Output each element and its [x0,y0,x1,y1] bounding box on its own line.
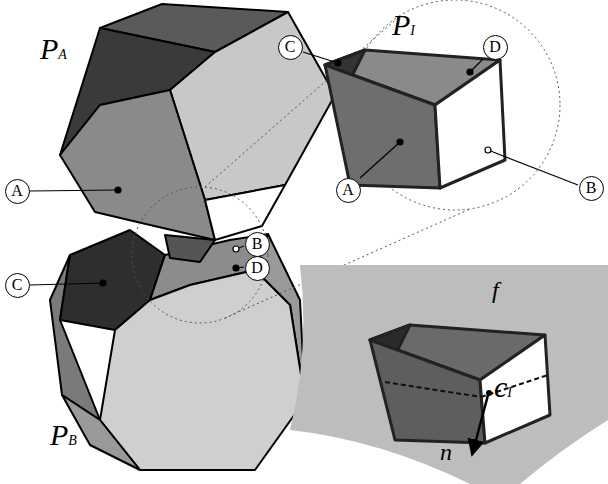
callout-circle: C [5,273,30,298]
callout-letter: B [252,236,263,252]
callout-letter: B [586,180,597,196]
symbol-label: n [440,440,452,464]
callout-letter: D [251,260,263,276]
symbol-label: PB [50,420,77,450]
symbol-label: cI [494,372,512,402]
callout-letter: C [12,277,23,293]
callout-letter: C [285,39,296,55]
callout-letter: D [489,39,501,55]
callout-letter: A [342,182,354,198]
symbol-label: f [492,278,499,302]
symbol-label: PA [40,34,67,64]
callout-circle: B [579,176,604,201]
callout-circle: C [278,35,303,60]
callout-circle: A [336,178,361,203]
symbol-label: PI [392,10,415,40]
callout-circle: D [245,256,270,281]
callout-letter: A [11,183,23,199]
callout-circle: A [5,179,30,204]
callout-circle: D [483,35,508,60]
callout-circle: B [245,232,270,257]
